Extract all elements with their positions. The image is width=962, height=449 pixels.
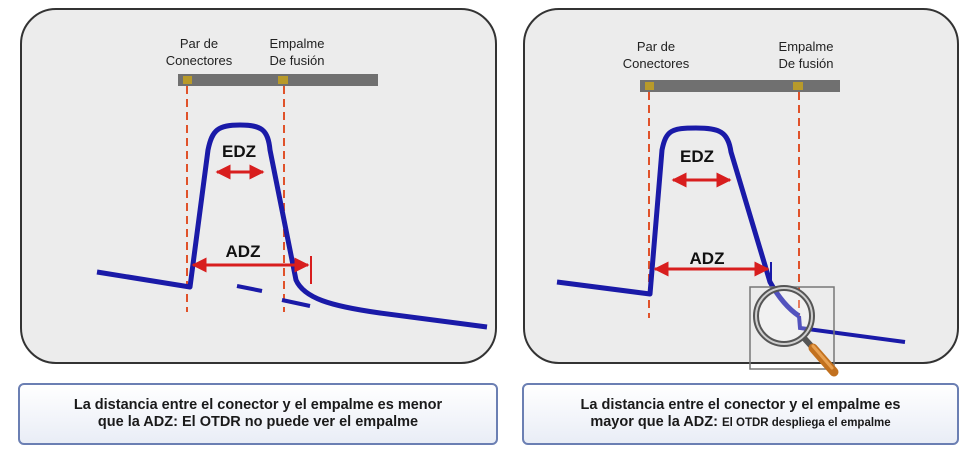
right-edz-label: EDZ [680, 147, 714, 166]
magnifying-glass-icon [753, 285, 839, 377]
right-adz-label: ADZ [690, 249, 725, 268]
left-caption-line1: La distancia entre el conector y el empa… [73, 397, 443, 413]
left-connector-pair-icon [183, 76, 192, 84]
left-diagram: Par de Conectores Empalme De fusión EDZ … [96, 36, 488, 330]
left-splice-label-line2: De fusión [270, 53, 325, 68]
right-fiber-bar [640, 80, 840, 92]
right-otdr-trace [556, 125, 801, 319]
left-edz-label: EDZ [222, 142, 256, 161]
right-otdr-trace-after-splice [797, 315, 906, 344]
right-connector-pair-icon [645, 82, 654, 90]
left-caption-box: La distancia entre el conector y el empa… [18, 383, 498, 445]
left-caption-line2: que la ADZ: El OTDR no puede ver el empa… [97, 414, 419, 430]
left-adz-label: ADZ [226, 242, 261, 261]
right-splice-label-line2: De fusión [779, 56, 834, 71]
right-caption-box: La distancia entre el conector y el empa… [522, 383, 959, 445]
left-trace-fragment [236, 284, 263, 293]
right-splice-icon [793, 82, 803, 90]
right-connector-label-line2: Conectores [623, 56, 690, 71]
left-connector-label-line1: Par de [180, 36, 218, 51]
right-splice-label-line1: Empalme [779, 39, 834, 54]
right-caption-line2: mayor que la ADZ: El OTDR despliega el e… [524, 414, 957, 432]
right-caption-line2-small: El OTDR despliega el empalme [721, 416, 891, 429]
right-connector-label-line1: Par de [637, 39, 675, 54]
left-connector-label-line2: Conectores [166, 53, 233, 68]
right-caption-line2-main: mayor que la ADZ: [590, 413, 722, 430]
left-diagram-panel [20, 8, 497, 364]
left-splice-icon [278, 76, 288, 84]
right-diagram: Par de Conectores Empalme De fusión EDZ … [556, 39, 906, 377]
left-trace-fragment [281, 298, 311, 308]
right-caption-line1: La distancia entre el conector y el empa… [580, 396, 901, 413]
left-otdr-trace [96, 122, 488, 330]
left-splice-label-line1: Empalme [270, 36, 325, 51]
